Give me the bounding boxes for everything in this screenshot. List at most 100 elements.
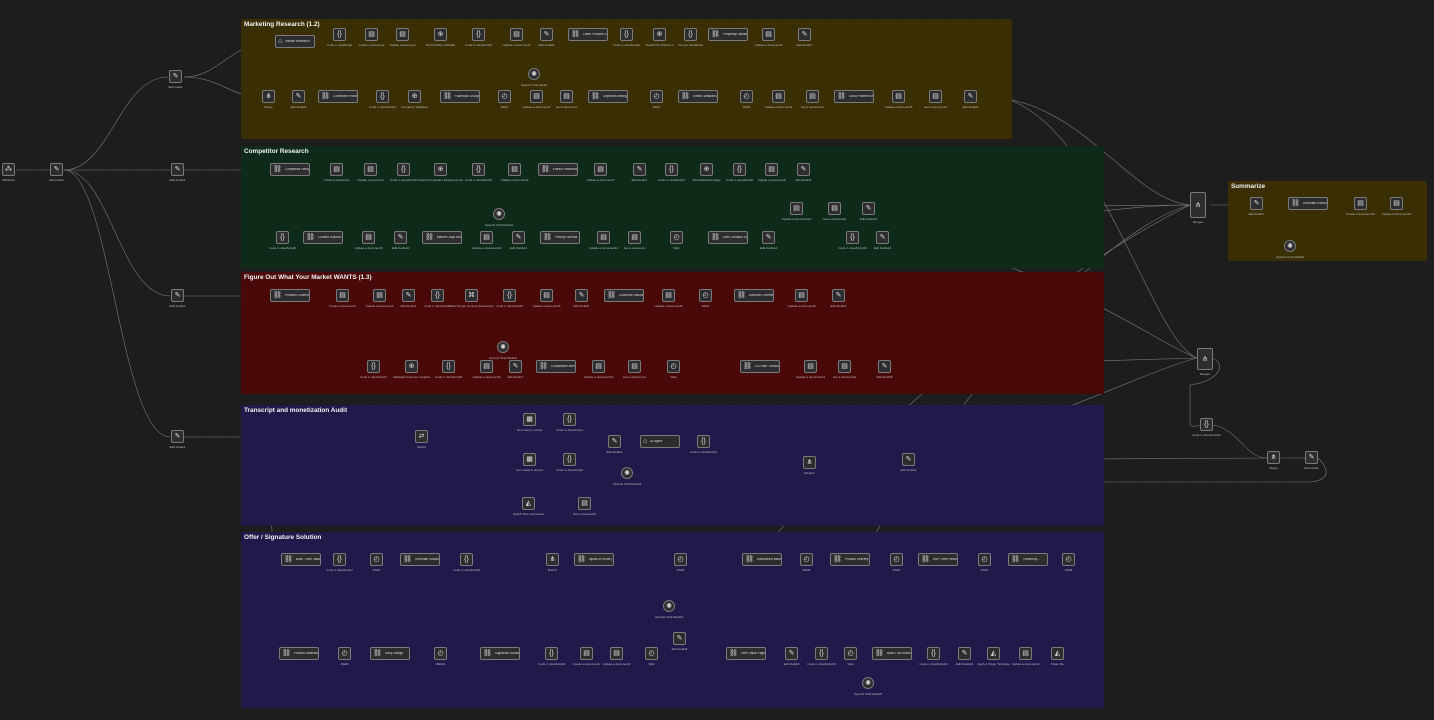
- doc-node[interactable]: ▤Create a document10: [1346, 197, 1375, 216]
- doc-node[interactable]: ▤Update a document3: [1012, 647, 1039, 666]
- wait-node[interactable]: ◴Wait6: [800, 553, 813, 572]
- code-node[interactable]: {}Code in JavaScript: [327, 28, 352, 47]
- problem-navigator-node[interactable]: ⛓Problem Content Navigator: [270, 289, 310, 302]
- wait-node[interactable]: ◴Wait8: [1062, 553, 1075, 572]
- wait-node[interactable]: ◴Wait1: [498, 90, 511, 109]
- doc-node[interactable]: ▤Create a document: [324, 163, 349, 182]
- doc-node[interactable]: ▤Update a document12: [782, 202, 811, 221]
- extract-testimonials-node[interactable]: ⛓Extract Testimonials...: [538, 163, 578, 176]
- group-summarize[interactable]: Summarize: [1228, 181, 1427, 261]
- story-design-node[interactable]: ⛓Story Design: [370, 647, 410, 660]
- client-problem-node[interactable]: ⛓Client Problem List: [568, 28, 608, 41]
- drive-node[interactable]: ◭Share file: [1051, 647, 1064, 666]
- doc-node[interactable]: ▤Update a document11: [589, 231, 618, 250]
- doc-node[interactable]: ▤Create a document1: [573, 647, 600, 666]
- code-node[interactable]: {}Code in JavaScript8: [435, 360, 462, 379]
- edit-node[interactable]: ✎Edit Fields9: [784, 647, 799, 666]
- doc-node[interactable]: ▤Get a document2: [833, 360, 856, 379]
- edit-node[interactable]: ✎Edit Fields14: [874, 231, 891, 250]
- doc-node[interactable]: ▤Update a document9: [473, 360, 500, 379]
- perplexity-node[interactable]: ⛓Perplexity Validation: [708, 28, 748, 41]
- doc-node[interactable]: ▤Get a document1: [623, 360, 646, 379]
- code-node[interactable]: {}Code in JavaScript12: [1192, 418, 1221, 437]
- edit-node[interactable]: ✎Edit Fields8: [877, 360, 892, 379]
- group-offer-solution[interactable]: Offer / Signature Solution: [241, 532, 1104, 708]
- edit-node[interactable]: ✎Edit Fields: [1304, 451, 1319, 470]
- mvp-offer-node[interactable]: ⛓MVP Offer Research Plan: [918, 553, 958, 566]
- discovered-market-node[interactable]: ⛓Discovered Market Recommendation...: [742, 553, 782, 566]
- edit-node[interactable]: ✎Edit Fields10: [392, 231, 409, 250]
- edit-node[interactable]: ✎Edit Fields2: [607, 435, 622, 454]
- wait-node[interactable]: ◴Wait2: [650, 90, 663, 109]
- doc-node[interactable]: ▤Get a document3: [573, 497, 596, 516]
- edit-node[interactable]: ✎Edit Fields9: [963, 90, 978, 109]
- content-solution-map-node[interactable]: ⛓Content Solution Map: [303, 231, 343, 244]
- merge-node[interactable]: ⋔Merge: [262, 90, 275, 109]
- edit-node[interactable]: ✎Edit Fields10: [956, 647, 973, 666]
- wait-node[interactable]: ◴Wait10: [434, 647, 447, 666]
- code-node[interactable]: {}Code in JavaScript2: [556, 453, 583, 472]
- doc-node[interactable]: ▤Get a document1: [801, 90, 824, 109]
- doc-node[interactable]: ▤Update a document10: [1382, 197, 1411, 216]
- edit-node[interactable]: ✎Edit Fields6: [539, 28, 554, 47]
- doc-node[interactable]: ▤Update a document8: [788, 289, 815, 308]
- inputs-of-route-node[interactable]: ⛓Inputs of Route (13): [574, 553, 614, 566]
- code-node[interactable]: {}Code in JavaScript4: [369, 90, 396, 109]
- doc-node[interactable]: ▤Update a document3: [523, 90, 550, 109]
- doc-node[interactable]: ▤Update a document8: [758, 163, 785, 182]
- edit-fields3-node[interactable]: ✎Edit Fields3: [170, 289, 185, 308]
- edit-node[interactable]: ✎Edit Fields7: [632, 163, 647, 182]
- edit-node[interactable]: ✎Edit Fields8: [672, 632, 687, 651]
- edit-node[interactable]: ✎Edit Fields13: [860, 202, 877, 221]
- doc-node[interactable]: ▤Update a document4: [765, 90, 792, 109]
- drive-node[interactable]: ◭Search files and folders: [513, 497, 544, 516]
- build-offer-value-node[interactable]: ⛓Build "Offer Value Summary": [281, 553, 321, 566]
- build-ad-model-node[interactable]: ⛓Build 1 Ad Model: [872, 647, 912, 660]
- code-node[interactable]: {}Code in JavaScript3: [690, 435, 717, 454]
- doc-node[interactable]: ▤Update a document: [389, 28, 416, 47]
- scrape-node[interactable]: ⌘Data Scrape Content (Facebook): [449, 289, 494, 308]
- code-node[interactable]: {}Code in JavaScript9: [269, 231, 296, 250]
- code-node[interactable]: {}Code in JavaScript10: [838, 231, 867, 250]
- wait-node[interactable]: ◴Wait7: [978, 553, 991, 572]
- group-transcript-audit[interactable]: Transcript and monetization Audit: [241, 405, 1104, 526]
- code-node[interactable]: {}Code in JavaScript7: [326, 553, 353, 572]
- web-node[interactable]: ⊕Perplexity Validated: [401, 90, 428, 109]
- code-node[interactable]: {}Code in JavaScript11: [919, 647, 948, 666]
- merge-node[interactable]: ⋔Merge: [1267, 451, 1280, 470]
- doc-node[interactable]: ▤Update a document6: [655, 289, 682, 308]
- doc-node[interactable]: ▤Update a document6: [501, 163, 528, 182]
- competitor-navigation-node[interactable]: ⛓Competitor Navigation: [270, 163, 310, 176]
- code-node[interactable]: {}Code in JavaScript9: [538, 647, 565, 666]
- offer-creation-node[interactable]: ⛓Offer Creation Opportunities: [708, 231, 748, 244]
- openai-model-node[interactable]: ✺OpenAI Chat Model6: [1276, 240, 1304, 259]
- market-gaps-node[interactable]: ⛓Market Gaps and Opportunities: [422, 231, 462, 244]
- doc-node[interactable]: ▤Update a document4: [366, 289, 393, 308]
- merge-node[interactable]: ⋔Merge1: [1190, 192, 1206, 224]
- generate-solutions-node[interactable]: ⛓Generate Solutions...: [400, 553, 440, 566]
- doc-node[interactable]: ▤Update a document11: [796, 360, 825, 379]
- web-node[interactable]: ⊕Identify/Extract Gaps: [693, 163, 720, 182]
- doc-node[interactable]: ▤Create a document1: [329, 289, 356, 308]
- wait-node[interactable]: ◴Wait1: [699, 289, 712, 308]
- openai-model-node[interactable]: ✺OpenAI Chat Model2: [489, 341, 517, 360]
- doc-node[interactable]: ▤Update a document2: [755, 28, 782, 47]
- edit-node[interactable]: ✎Edit Fields5: [574, 289, 589, 308]
- edit-node[interactable]: ✎Edit Fields7: [797, 28, 812, 47]
- web-node[interactable]: ⊕Reddit Top Problems: [646, 28, 673, 47]
- webhook-node[interactable]: ⁂Webhook: [2, 163, 15, 182]
- customer-discovery-node[interactable]: ⛓Customer Discovery: [604, 289, 644, 302]
- edit-node[interactable]: ✎Edit Fields8: [291, 90, 306, 109]
- openai-model-node[interactable]: ✺OpenAI Chat Model4: [655, 600, 683, 619]
- wait-node[interactable]: ◴Wait4: [890, 553, 903, 572]
- doc-node[interactable]: ▤Update a document10: [584, 360, 613, 379]
- doc-node[interactable]: ▤Update a document: [357, 163, 384, 182]
- ai-agent-node[interactable]: ⌂AI Agent: [640, 435, 680, 448]
- edit-fields1-node[interactable]: ✎Edit Fields: [168, 70, 183, 89]
- sheet-node[interactable]: ▦Get row(s) in sheet: [517, 413, 542, 432]
- doc-node[interactable]: ▤Get a document2: [924, 90, 947, 109]
- doc-node[interactable]: ▤Get a document: [556, 90, 577, 109]
- edit-node[interactable]: ✎Edit Fields9: [796, 163, 811, 182]
- doc-node[interactable]: ▤Get a document2: [823, 202, 846, 221]
- product-delivery-node[interactable]: ⛓Product Delivery Outline: [830, 553, 870, 566]
